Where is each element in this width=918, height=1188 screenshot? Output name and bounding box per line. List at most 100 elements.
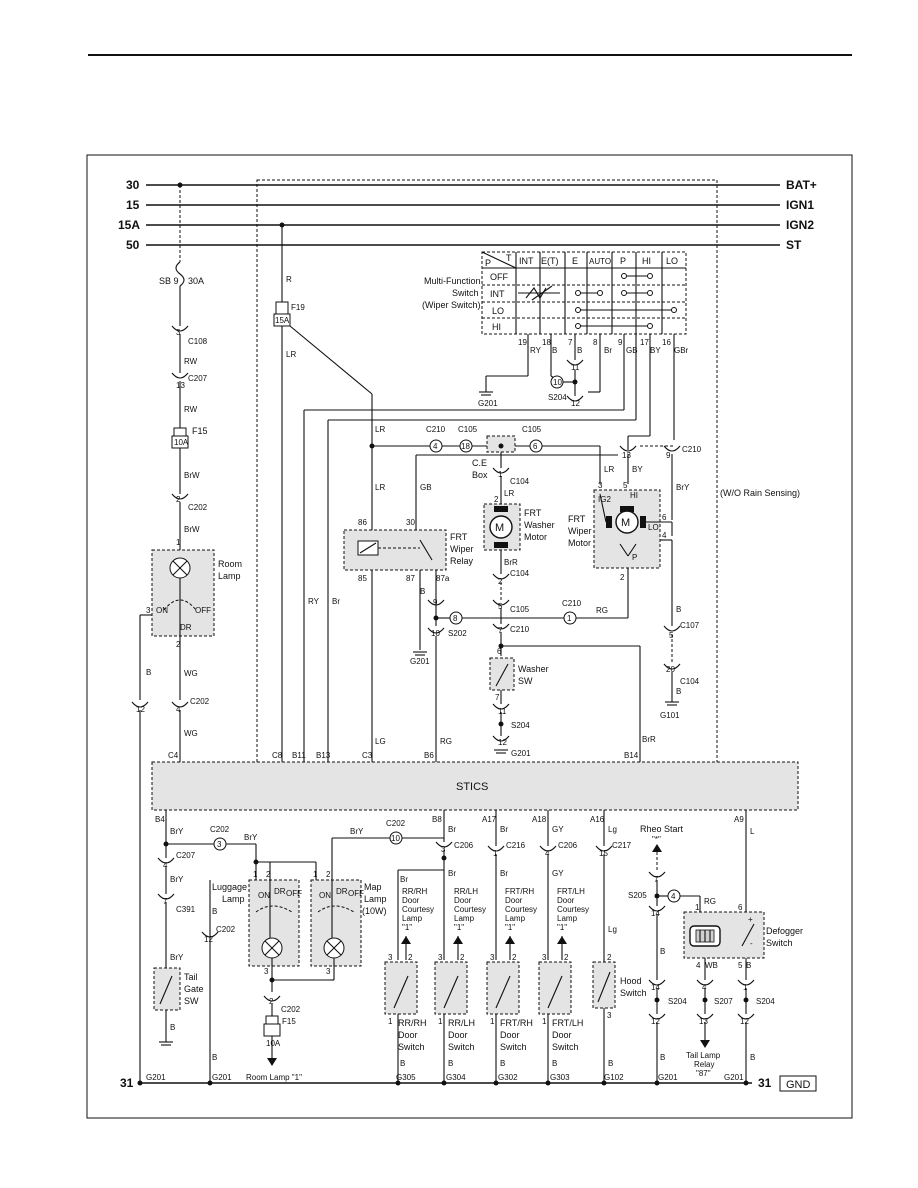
svg-text:16: 16: [662, 338, 671, 347]
washer-switch: 6 Washer SW 7 11 S204 12 G201: [489, 647, 549, 758]
svg-text:A18: A18: [532, 815, 547, 824]
svg-text:Switch: Switch: [766, 938, 793, 948]
svg-text:Door: Door: [398, 1030, 418, 1040]
svg-text:B: B: [608, 1059, 613, 1068]
svg-text:Lamp: Lamp: [557, 914, 578, 923]
svg-text:Defogger: Defogger: [766, 926, 803, 936]
svg-text:B: B: [552, 1059, 557, 1068]
svg-text:31: 31: [120, 1076, 134, 1090]
svg-text:B: B: [448, 1059, 453, 1068]
svg-text:"1": "1": [402, 923, 412, 932]
svg-text:Gate: Gate: [184, 984, 204, 994]
svg-text:C.E: C.E: [472, 458, 487, 468]
svg-text:1: 1: [542, 1017, 547, 1026]
svg-text:3: 3: [388, 953, 393, 962]
svg-text:FRT/RH: FRT/RH: [500, 1018, 533, 1028]
svg-text:BrW: BrW: [184, 471, 200, 480]
svg-text:5: 5: [738, 961, 743, 970]
svg-text:LG: LG: [375, 737, 386, 746]
svg-text:"1": "1": [505, 923, 515, 932]
svg-text:C105: C105: [510, 605, 530, 614]
svg-text:C206: C206: [454, 841, 474, 850]
svg-text:C210: C210: [562, 599, 582, 608]
svg-text:S204: S204: [668, 997, 687, 1006]
svg-text:Motor: Motor: [524, 532, 547, 542]
svg-text:BrW: BrW: [184, 525, 200, 534]
svg-text:B: B: [746, 961, 751, 970]
svg-text:C108: C108: [188, 337, 208, 346]
svg-text:5: 5: [498, 602, 503, 611]
svg-text:INT: INT: [519, 256, 534, 266]
svg-text:B14: B14: [624, 751, 639, 760]
rr-rh-door-switch: 3 2 1 B G305 RR/RH Door Switch: [384, 936, 427, 1083]
svg-text:18: 18: [461, 442, 470, 451]
svg-text:Room Lamp "1": Room Lamp "1": [246, 1073, 302, 1082]
svg-text:G201: G201: [212, 1073, 232, 1082]
svg-text:Br: Br: [604, 346, 612, 355]
svg-text:F15: F15: [192, 426, 208, 436]
svg-text:G303: G303: [550, 1073, 570, 1082]
svg-text:85: 85: [358, 574, 367, 583]
svg-text:Lamp: Lamp: [454, 914, 475, 923]
svg-text:3: 3: [438, 953, 443, 962]
svg-text:G102: G102: [604, 1073, 624, 1082]
svg-text:12: 12: [740, 1017, 749, 1026]
svg-text:Courtesy: Courtesy: [557, 905, 589, 914]
svg-text:FRT: FRT: [524, 508, 542, 518]
frt-rh-door-switch: 3 2 1 B G302 FRT/RH Door Switch: [486, 936, 533, 1083]
svg-text:1: 1: [493, 849, 498, 858]
svg-text:B: B: [170, 1023, 175, 1032]
svg-text:Courtesy: Courtesy: [402, 905, 434, 914]
svg-text:3: 3: [146, 606, 151, 615]
svg-text:BrY: BrY: [170, 953, 184, 962]
svg-text:RR/LH: RR/LH: [454, 887, 478, 896]
svg-text:B: B: [212, 907, 217, 916]
svg-text:9: 9: [618, 338, 623, 347]
svg-text:BY: BY: [632, 465, 643, 474]
door-switch-circuits: B8 Br 3 C206 Br Br A17 Br 1 C216 Br A18 …: [384, 810, 589, 1083]
svg-text:SB 9: SB 9: [159, 276, 179, 286]
svg-text:Washer: Washer: [524, 520, 555, 530]
svg-text:LO: LO: [666, 256, 678, 266]
svg-text:3: 3: [326, 967, 331, 976]
svg-text:A16: A16: [590, 815, 605, 824]
svg-text:4: 4: [696, 961, 701, 970]
svg-text:Room: Room: [218, 559, 242, 569]
svg-text:2: 2: [498, 577, 503, 586]
svg-text:C105: C105: [458, 425, 478, 434]
svg-text:HI: HI: [642, 256, 651, 266]
svg-text:BAT+: BAT+: [786, 178, 817, 192]
tailgate-circuit: B4 BrY 3 C202 BrY 4 C207 BrY 7 C391 BrY …: [146, 810, 258, 1082]
svg-text:2: 2: [607, 953, 612, 962]
svg-text:2: 2: [408, 953, 413, 962]
svg-text:R: R: [286, 275, 292, 284]
svg-text:1: 1: [498, 470, 503, 479]
svg-text:3: 3: [264, 967, 269, 976]
svg-text:18: 18: [542, 338, 551, 347]
svg-text:ON: ON: [319, 891, 331, 900]
svg-text:1: 1: [743, 983, 748, 992]
svg-text:GY: GY: [552, 869, 564, 878]
svg-text:LR: LR: [375, 425, 385, 434]
svg-text:Switch: Switch: [552, 1042, 579, 1052]
svg-text:Switch: Switch: [620, 988, 647, 998]
bus-30: 30 BAT+: [126, 178, 817, 192]
svg-text:B6: B6: [424, 751, 434, 760]
svg-text:12: 12: [651, 1017, 660, 1026]
svg-text:Courtesy: Courtesy: [505, 905, 537, 914]
svg-text:DR: DR: [274, 887, 286, 896]
svg-text:6: 6: [533, 442, 538, 451]
svg-text:C202: C202: [281, 1005, 301, 1014]
svg-text:B13: B13: [316, 751, 331, 760]
svg-text:Switch: Switch: [500, 1042, 527, 1052]
svg-text:RR/RH: RR/RH: [398, 1018, 427, 1028]
svg-text:DR: DR: [180, 623, 192, 632]
svg-text:C216: C216: [506, 841, 526, 850]
svg-text:P: P: [485, 258, 491, 268]
svg-text:WG: WG: [184, 729, 198, 738]
svg-text:INT: INT: [490, 289, 505, 299]
frt-lh-door-switch: 3 2 1 B G303 FRT/LH Door Switch: [538, 936, 583, 1083]
svg-text:86: 86: [358, 518, 367, 527]
svg-text:HI: HI: [630, 491, 638, 500]
